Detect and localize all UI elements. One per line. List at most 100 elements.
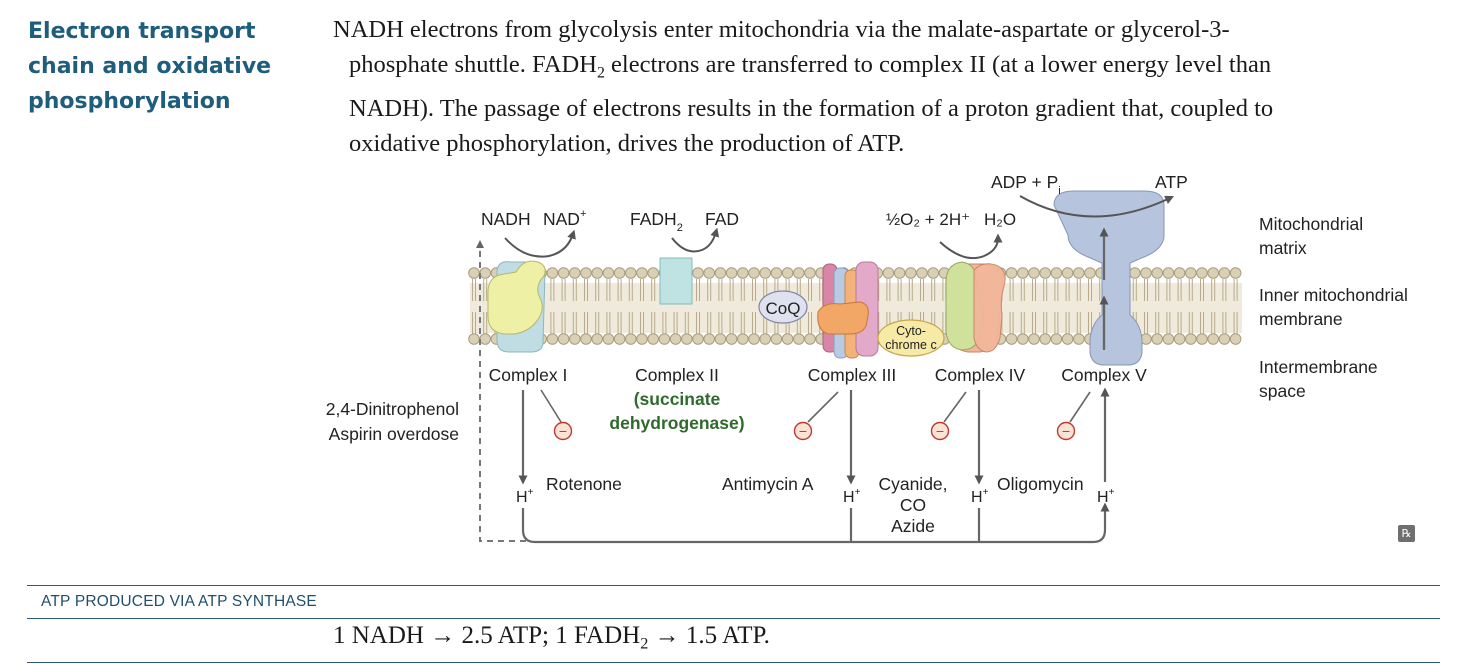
minus-sign: − — [1062, 423, 1070, 439]
proton-label: H+ — [971, 487, 989, 506]
lipid-head — [658, 333, 671, 345]
lipid-tail — [1076, 279, 1081, 334]
lipid-head — [647, 333, 660, 345]
lipid-head — [804, 333, 816, 345]
complex-iii-protein — [817, 261, 879, 359]
lipid-tail — [808, 279, 812, 334]
inhibitor-minus-icon — [553, 421, 573, 441]
lipid-tail — [1032, 279, 1036, 334]
lipid-tail — [1200, 279, 1204, 334]
lipid-head — [1073, 267, 1085, 279]
lipid-tail — [931, 279, 936, 334]
lipid-head — [748, 267, 760, 279]
proton-label: H+ — [843, 487, 861, 506]
lipid-head — [1162, 333, 1175, 345]
lipid-tail — [472, 279, 476, 334]
lipid-head — [1196, 333, 1208, 345]
lipid-head — [613, 267, 626, 279]
section-title-line: Electron transport — [28, 19, 256, 44]
matrix-label: Mitochondrial — [1259, 214, 1363, 234]
lipid-head — [927, 267, 940, 279]
lipid-tail — [483, 279, 488, 334]
lipid-tail — [729, 279, 734, 334]
lipid-head — [1196, 267, 1208, 279]
lipid-head — [1005, 333, 1018, 345]
nadh-arrow — [504, 229, 576, 258]
lipid-head — [591, 333, 604, 345]
intro-line: NADH electrons from glycolysis enter mit… — [333, 16, 1230, 43]
lipid-head — [882, 267, 895, 279]
complex-ii-subtitle: (succinate — [634, 389, 721, 409]
fadh2-arrow — [671, 227, 720, 253]
lipid-tail — [550, 279, 555, 334]
lipid-head — [714, 267, 727, 279]
minus-sign: − — [559, 423, 567, 439]
rx-icon: ℞ — [1398, 525, 1415, 542]
lipid-tail — [617, 279, 622, 334]
lipid-head — [1050, 267, 1063, 279]
lipid-head — [692, 333, 704, 345]
lipid-tail — [640, 279, 644, 334]
lipid-head — [714, 333, 727, 345]
lipid-head — [636, 267, 648, 279]
lipid-tail — [651, 279, 656, 334]
lipid-tail — [752, 279, 756, 334]
atp-section-header: ATP PRODUCED VIA ATP SYNTHASE — [41, 593, 317, 610]
lipid-head — [1061, 333, 1074, 345]
lipid-tail — [1155, 279, 1160, 334]
lipid-tail — [796, 279, 801, 334]
lipid-head — [770, 333, 783, 345]
intro-line: NADH). The passage of electrons results … — [349, 94, 1274, 122]
lipid-head — [1017, 267, 1029, 279]
lipid-head — [793, 333, 805, 345]
intermembrane-label: Intermembrane — [1259, 357, 1378, 377]
lipid-head — [703, 333, 716, 345]
oxygen-arrow — [939, 233, 1003, 260]
lipid-tail — [1144, 279, 1148, 334]
complex-iv-label: Complex IV — [935, 365, 1026, 385]
lipid-head — [725, 267, 738, 279]
complex-iii-label: Complex III — [808, 365, 897, 385]
inhibitor-minus-icon — [930, 421, 950, 441]
lipid-tail — [595, 279, 600, 334]
lipid-head — [468, 333, 480, 345]
lipid-tail — [696, 279, 700, 334]
lipid-head — [569, 267, 581, 279]
lipid-head — [1039, 267, 1051, 279]
nadh-label: NADH — [481, 209, 531, 229]
lipid-head — [1039, 333, 1051, 345]
lipid-head — [681, 333, 693, 345]
lipid-tail — [561, 279, 566, 334]
complex-i-protein — [487, 260, 546, 353]
lipid-tail — [1009, 279, 1014, 334]
lipid-head — [1129, 267, 1141, 279]
lipid-head — [1073, 333, 1085, 345]
inhibitor-minus-icon — [793, 421, 813, 441]
inner-membrane-label: membrane — [1259, 309, 1343, 329]
lipid-tail — [886, 279, 891, 334]
inhibitor-markers: − − − − — [553, 421, 1076, 441]
nad-label: NAD+ — [543, 208, 586, 229]
minus-sign: − — [799, 423, 807, 439]
lipid-head — [1173, 267, 1186, 279]
lipid-head — [625, 333, 637, 345]
lipid-tail — [606, 279, 611, 334]
intro-paragraph: NADH electrons from glycolysis enter mit… — [333, 12, 1413, 161]
uncoupler-label: 2,4-Dinitrophenol — [326, 399, 459, 419]
adp-label: ADP + Pi — [991, 172, 1061, 197]
section-title-line: phosphorylation — [28, 89, 231, 114]
inhibitor-lines — [540, 389, 1091, 423]
divider — [27, 585, 1440, 586]
lipid-head — [692, 267, 704, 279]
section-title-line: chain and oxidative — [28, 54, 272, 79]
lipid-head — [479, 333, 492, 345]
lipid-head — [1061, 267, 1074, 279]
lipid-head — [1140, 267, 1152, 279]
proton-label: H+ — [1097, 487, 1115, 506]
co-label: CO — [900, 495, 926, 515]
complex-v-protein — [1053, 190, 1165, 366]
lipid-head — [546, 267, 559, 279]
lipid-head — [1185, 267, 1197, 279]
lipid-tail — [1088, 279, 1092, 334]
lipid-head — [1218, 267, 1231, 279]
